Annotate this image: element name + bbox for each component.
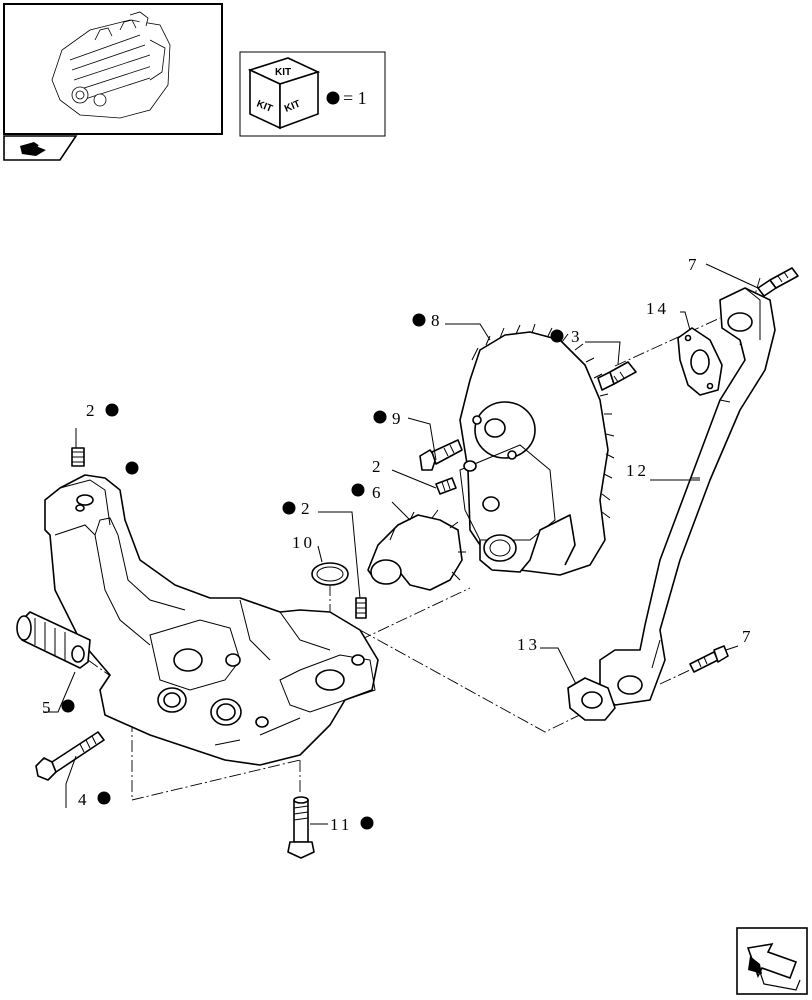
- part-14-gasket-top: [677, 327, 723, 396]
- callout-8: 8: [431, 311, 443, 330]
- callout-2-right: 2: [372, 457, 384, 476]
- bullet-icon: [373, 410, 387, 424]
- part-5-relief-valve: [16, 611, 91, 669]
- part-13-gasket-bottom: [567, 677, 616, 721]
- part-4-long-bolt: [35, 731, 105, 781]
- part-11-bolt: [287, 796, 315, 859]
- kit-equals-label: = 1: [343, 88, 367, 108]
- next-page-arrow-icon[interactable]: [736, 927, 808, 995]
- part-3-bolt: [597, 361, 637, 391]
- part-8-pump-drive-gear: [459, 323, 615, 576]
- kit-bullet-icon: [326, 91, 340, 105]
- bullet-icon: [125, 461, 139, 475]
- callout-13: 13: [517, 635, 540, 654]
- callout-labels: 2 2 2 3 4 5 6 7 7 8 9 10 11 12 13 14: [42, 255, 754, 834]
- callout-4: 4: [78, 790, 90, 809]
- bullet-icon: [61, 699, 75, 713]
- kit-cube-icon: KIT KIT KIT: [247, 57, 321, 130]
- bullet-icon: [282, 501, 296, 515]
- bullet-icon: [550, 329, 564, 343]
- callout-2-mid: 2: [301, 499, 313, 518]
- callout-12: 12: [626, 461, 649, 480]
- bullet-icon: [412, 313, 426, 327]
- kit-legend: KIT KIT KIT = 1: [239, 51, 386, 137]
- part-9-bolt: [419, 439, 463, 471]
- kit-cube-top-label: KIT: [275, 67, 291, 78]
- callout-10: 10: [292, 533, 315, 552]
- engine-thumbnail-icon[interactable]: [3, 3, 223, 135]
- callout-3: 3: [571, 327, 583, 346]
- part-2-dowel-mid: [355, 597, 367, 619]
- callout-9: 9: [392, 409, 404, 428]
- part-7-bolt-bottom: [689, 645, 729, 673]
- callout-14: 14: [646, 299, 669, 318]
- bullet-icon: [105, 403, 119, 417]
- part-12-suction-pipe: [599, 287, 776, 706]
- leader-lines: [44, 263, 759, 825]
- bullet-icon: [360, 816, 374, 830]
- callout-11: 11: [330, 815, 352, 834]
- callout-5: 5: [42, 698, 54, 717]
- part-2-dowel-right: [435, 477, 457, 495]
- bullet-icon: [97, 791, 111, 805]
- part-2-dowel-top-left: [71, 447, 85, 467]
- callout-6: 6: [372, 483, 384, 502]
- section-tab-icon[interactable]: [3, 135, 78, 161]
- part-7-bolt-top: [757, 267, 799, 297]
- callout-7-bottom: 7: [742, 627, 754, 646]
- bullet-icon: [351, 483, 365, 497]
- part-6-idler-gear: [367, 509, 466, 591]
- kit-bullets: [61, 313, 564, 830]
- oil-pump-housing: [44, 474, 379, 766]
- callout-7-top: 7: [688, 255, 700, 274]
- callout-2-top-left: 2: [86, 401, 98, 420]
- part-10-o-ring: [311, 562, 349, 586]
